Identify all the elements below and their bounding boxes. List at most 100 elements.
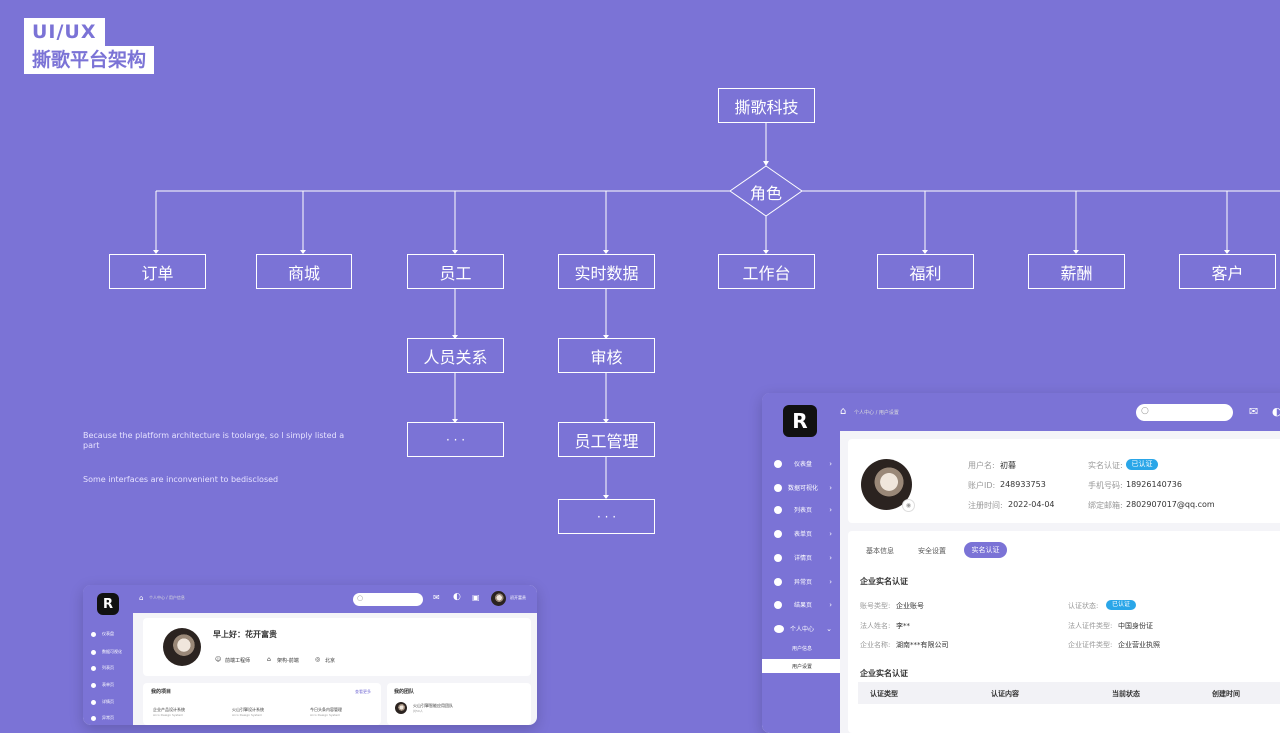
chevron-right-icon: › — [829, 577, 832, 586]
tab-real-name-auth[interactable]: 实名认证 — [964, 542, 1007, 558]
large-window-topbar: ⌂ 个人中心 / 用户设置 ○ ✉ ◐ — [762, 393, 1280, 431]
mail-icon[interactable]: ✉ — [433, 593, 440, 602]
large-window-sidebar: R 仪表盘› 数据可视化› 列表页› 表单页› 详情页› 异常页› 结果页› 个… — [762, 393, 840, 733]
node-salary: 薪酬 — [1028, 254, 1125, 289]
arrow-audit — [603, 335, 609, 339]
project-item[interactable]: 火山引擎设计系统 — [232, 707, 264, 712]
search-input[interactable]: ○ — [353, 593, 423, 606]
chevron-right-icon: › — [829, 483, 832, 492]
submenu-user-info[interactable]: 用户信息 — [792, 645, 812, 652]
node-customer: 客户 — [1179, 254, 1276, 289]
small-window-sidebar: R 仪表盘 数据可视化 列表页 表单页 详情页 异常页 — [83, 585, 133, 725]
chart-icon — [774, 483, 782, 492]
large-window-mockup: ⌂ 个人中心 / 用户设置 ○ ✉ ◐ R 仪表盘› 数据可视化› 列表页› 表… — [762, 393, 1280, 733]
arrow-employee — [452, 250, 458, 254]
sidebar-item-form[interactable]: 表单页 — [91, 682, 114, 688]
username-label: 用户名: — [968, 461, 995, 470]
node-mall: 商城 — [256, 254, 352, 289]
message-icon[interactable]: ▣ — [472, 593, 480, 602]
projects-more-link[interactable]: 查看更多 — [355, 689, 371, 694]
sidebar-item-exception[interactable]: 异常页 — [91, 715, 114, 721]
phone-value: 18926140736 — [1126, 480, 1182, 489]
node-realtime-more: · · · — [558, 499, 655, 534]
breadcrumb: 个人中心 / 用户信息 — [149, 595, 185, 600]
theme-toggle-icon[interactable]: ◐ — [1272, 405, 1280, 418]
tab-security-settings[interactable]: 安全设置 — [918, 547, 946, 555]
team-title: 我的团队 — [394, 689, 415, 695]
team-card: 我的团队 火山引擎智能应用团队 共50人 — [387, 683, 531, 725]
sidebar-item-data-visualization[interactable]: 数据可视化› — [774, 483, 832, 492]
home-icon[interactable]: ⌂ — [139, 594, 144, 602]
sidebar-item-label: 列表页 — [794, 507, 813, 514]
sidebar-item-detail[interactable]: 详情页 — [91, 699, 114, 705]
section-title: 企业实名认证 — [860, 577, 908, 586]
node-root: 撕歌科技 — [718, 88, 815, 123]
sidebar-item-form[interactable]: 表单页 › — [774, 529, 832, 538]
arrow-workbench — [763, 250, 769, 254]
sidebar-item-dashboard[interactable]: 仪表盘 — [91, 631, 114, 637]
node-realtime-data: 实时数据 — [558, 254, 655, 289]
section-title-2: 企业实名认证 — [860, 669, 908, 678]
arrow-staff — [603, 419, 609, 423]
table-header-row: 认证类型 认证内容 当前状态 创建时间 — [858, 682, 1280, 704]
sidebar-item-label: 列表页 — [102, 665, 114, 670]
company-id-type-label: 企业证件类型: — [1068, 641, 1113, 649]
submenu-user-settings-active[interactable]: 用户设置 — [762, 659, 840, 673]
projects-title: 我的项目 — [151, 689, 172, 695]
sidebar-item-label: 详情页 — [102, 699, 114, 704]
legal-name-label: 法人姓名: — [860, 622, 891, 630]
node-employee: 员工 — [407, 254, 504, 289]
sidebar-item-label: 表单页 — [794, 531, 813, 538]
location-icon: ◎ — [315, 656, 321, 663]
sidebar-item-list[interactable]: 列表页› — [774, 505, 832, 514]
search-input[interactable]: ○ — [1136, 404, 1233, 421]
chevron-down-icon: ⌄ — [826, 624, 832, 633]
chevron-right-icon: › — [829, 553, 832, 562]
list-icon — [774, 505, 782, 514]
sidebar-item-label: 仪表盘 — [102, 631, 114, 636]
role-text: 前端工程师 — [225, 658, 251, 664]
legal-id-type-value: 中国身份证 — [1118, 622, 1153, 630]
sidebar-item-user-center[interactable]: 个人中心⌄ — [774, 624, 832, 633]
project-item[interactable]: 企业产品设计系统 — [153, 707, 185, 712]
sidebar-item-result[interactable]: 结果页› — [774, 600, 832, 609]
sidebar-item-label: 结果页 — [794, 602, 813, 609]
chevron-right-icon: › — [829, 529, 832, 538]
sidebar-item-label: 仪表盘 — [794, 461, 813, 468]
sidebar-item-exception[interactable]: 异常页› — [774, 577, 832, 586]
sidebar-item-data-visualization[interactable]: 数据可视化 — [91, 649, 122, 655]
project-subtitle: Arco Design System — [232, 713, 263, 717]
avatar[interactable] — [491, 591, 506, 606]
sidebar-item-detail[interactable]: 详情页› — [774, 553, 832, 562]
submenu-label: 用户设置 — [792, 664, 813, 670]
company-id-type-value: 企业营业执照 — [1118, 641, 1160, 649]
users-icon — [774, 624, 784, 633]
mail-icon[interactable]: ✉ — [1249, 405, 1259, 418]
dashboard-icon — [91, 631, 96, 637]
auth-status-label: 认证状态: — [1068, 602, 1099, 610]
logo: R — [783, 405, 817, 437]
project-item[interactable]: 今日头条内容管理 — [310, 707, 342, 712]
tab-basic-info[interactable]: 基本信息 — [866, 547, 894, 555]
sidebar-item-dashboard[interactable]: 仪表盘 › — [774, 459, 832, 468]
title-badge-platform-architecture: 撕歌平台架构 — [24, 46, 155, 74]
email-label: 绑定邮箱: — [1088, 501, 1123, 510]
profile-card: ◉ 用户名: 初暮 实名认证: 已认证 账户ID: 248933753 手机号码… — [848, 439, 1280, 523]
account-value: 248933753 — [1000, 480, 1046, 489]
home-icon[interactable]: ⌂ — [840, 406, 847, 417]
account-label: 账户ID: — [968, 481, 996, 490]
form-icon — [774, 529, 782, 538]
theme-toggle-icon[interactable]: ◐ — [453, 592, 461, 602]
camera-icon[interactable]: ◉ — [902, 499, 915, 512]
small-window-topbar: ⌂ 个人中心 / 用户信息 ○ ✉ ◐ ▣ 初开富贵 — [83, 585, 537, 613]
user-name: 初开富贵 — [510, 595, 526, 600]
sidebar-item-label: 数据可视化 — [102, 649, 122, 654]
project-subtitle: Arco Design System — [310, 713, 341, 717]
chevron-right-icon: › — [829, 459, 832, 468]
arrow-customer — [1224, 250, 1230, 254]
sidebar-item-label: 表单页 — [102, 682, 114, 687]
note-architecture-partial: Because the platform architecture is too… — [83, 431, 345, 450]
sidebar-item-list[interactable]: 列表页 — [91, 665, 114, 671]
phone-label: 手机号码: — [1088, 481, 1123, 490]
register-label: 注册时间: — [968, 501, 1003, 510]
